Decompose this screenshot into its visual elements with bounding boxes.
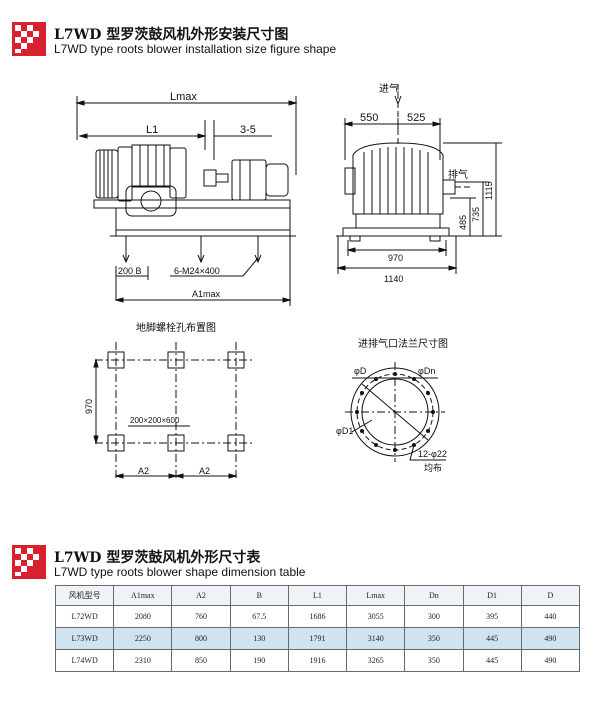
label-h3: 1115 <box>484 181 494 200</box>
foundation-plan <box>93 342 255 479</box>
label-lmax: Lmax <box>170 91 197 103</box>
table-row: L72WD 2080 760 67.5 1686 3055 300 395 44… <box>54 605 581 628</box>
table-cell: L73WD <box>54 627 115 650</box>
table-cell: 1686 <box>287 605 348 628</box>
table-cell: 490 <box>520 627 581 650</box>
col-header-a2: A2 <box>171 585 231 606</box>
table-cell: 3055 <box>346 605 406 628</box>
label-w1: 550 <box>360 112 378 124</box>
flange-detail <box>345 362 446 462</box>
label-a1max: A1max <box>192 289 221 299</box>
col-header-d: D <box>520 585 581 606</box>
table-cell: 3140 <box>346 627 406 650</box>
table-cell: L72WD <box>54 605 115 628</box>
table-cell: 1916 <box>287 649 348 672</box>
col-header-b: B <box>229 585 289 606</box>
brand-logo-icon <box>12 22 46 56</box>
table-cell: 3265 <box>346 649 406 672</box>
table-cell: 395 <box>462 605 522 628</box>
drawing-title-cn: L7WD 型罗茨鼓风机外形安装尺寸图 <box>54 27 289 43</box>
table-cell: L74WD <box>54 649 115 672</box>
label-flange-even: 均布 <box>424 462 442 474</box>
col-header-a1max: A1max <box>113 585 173 606</box>
installation-drawing: Lmax L1 3-5 200 B 6-M24×400 A1max 进气 排气 … <box>75 82 502 479</box>
label-flange-dn: φDn <box>418 366 435 376</box>
table-cell: 490 <box>520 649 581 672</box>
table-title-cn: L7WD 型罗茨鼓风机外形尺寸表 <box>54 550 261 566</box>
table-cell: 445 <box>462 627 522 650</box>
label-bolts: 6-M24×400 <box>174 266 220 276</box>
col-header-d1: D1 <box>462 585 522 606</box>
label-flange-holes: 12-φ22 <box>418 449 447 459</box>
table-cell: 440 <box>520 605 581 628</box>
label-l1: L1 <box>146 124 158 136</box>
table-row: L73WD 2250 800 130 1791 3140 350 445 490 <box>54 627 581 650</box>
label-inlet: 进气 <box>379 82 399 95</box>
label-flange-d: φD <box>354 366 367 376</box>
brand-logo-icon <box>12 545 46 579</box>
label-a2-left: A2 <box>138 466 149 476</box>
label-foundation-title: 地脚螺栓孔布置图 <box>136 321 216 334</box>
table-cell: 2310 <box>113 649 173 672</box>
label-h1: 485 <box>458 215 468 230</box>
table-cell: 850 <box>171 649 231 672</box>
table-cell: 1791 <box>287 627 348 650</box>
col-header-l1: L1 <box>287 585 348 606</box>
label-flange-d1: φD1 <box>336 426 353 436</box>
label-gap: 3-5 <box>240 124 256 136</box>
dimension-table: 风机型号 A1max A2 B L1 Lmax Dn D1 D L72WD 20… <box>54 585 581 672</box>
table-cell: 2080 <box>113 605 173 628</box>
label-foundation-pitch: 200×200×600 <box>130 416 180 425</box>
label-base1: 970 <box>388 253 403 263</box>
col-header-model: 风机型号 <box>54 585 115 606</box>
label-w2: 525 <box>407 112 425 124</box>
table-header-row: 风机型号 A1max A2 B L1 Lmax Dn D1 D <box>54 585 581 606</box>
table-cell: 67.5 <box>229 605 289 628</box>
table-cell: 350 <box>404 627 464 650</box>
label-foundation-h: 970 <box>84 399 94 414</box>
side-view <box>336 84 502 274</box>
table-cell: 350 <box>404 649 464 672</box>
label-a2-right: A2 <box>199 466 210 476</box>
front-view <box>75 96 298 306</box>
table-cell: 760 <box>171 605 231 628</box>
col-header-lmax: Lmax <box>346 585 406 606</box>
label-flange-title: 进排气口法兰尺寸图 <box>358 337 448 350</box>
label-b: 200 B <box>118 266 142 276</box>
label-base2: 1140 <box>384 274 403 284</box>
table-cell: 130 <box>229 627 289 650</box>
table-cell: 300 <box>404 605 464 628</box>
col-header-dn: Dn <box>404 585 464 606</box>
drawing-title-en: L7WD type roots blower installation size… <box>54 42 337 56</box>
table-cell: 445 <box>462 649 522 672</box>
table-cell: 190 <box>229 649 289 672</box>
label-outlet: 排气 <box>448 168 468 181</box>
table-row: L74WD 2310 850 190 1916 3265 350 445 490 <box>54 649 581 672</box>
table-title-en: L7WD type roots blower shape dimension t… <box>54 565 306 579</box>
table-cell: 2250 <box>113 627 173 650</box>
label-h2: 735 <box>471 207 481 222</box>
table-cell: 800 <box>171 627 231 650</box>
